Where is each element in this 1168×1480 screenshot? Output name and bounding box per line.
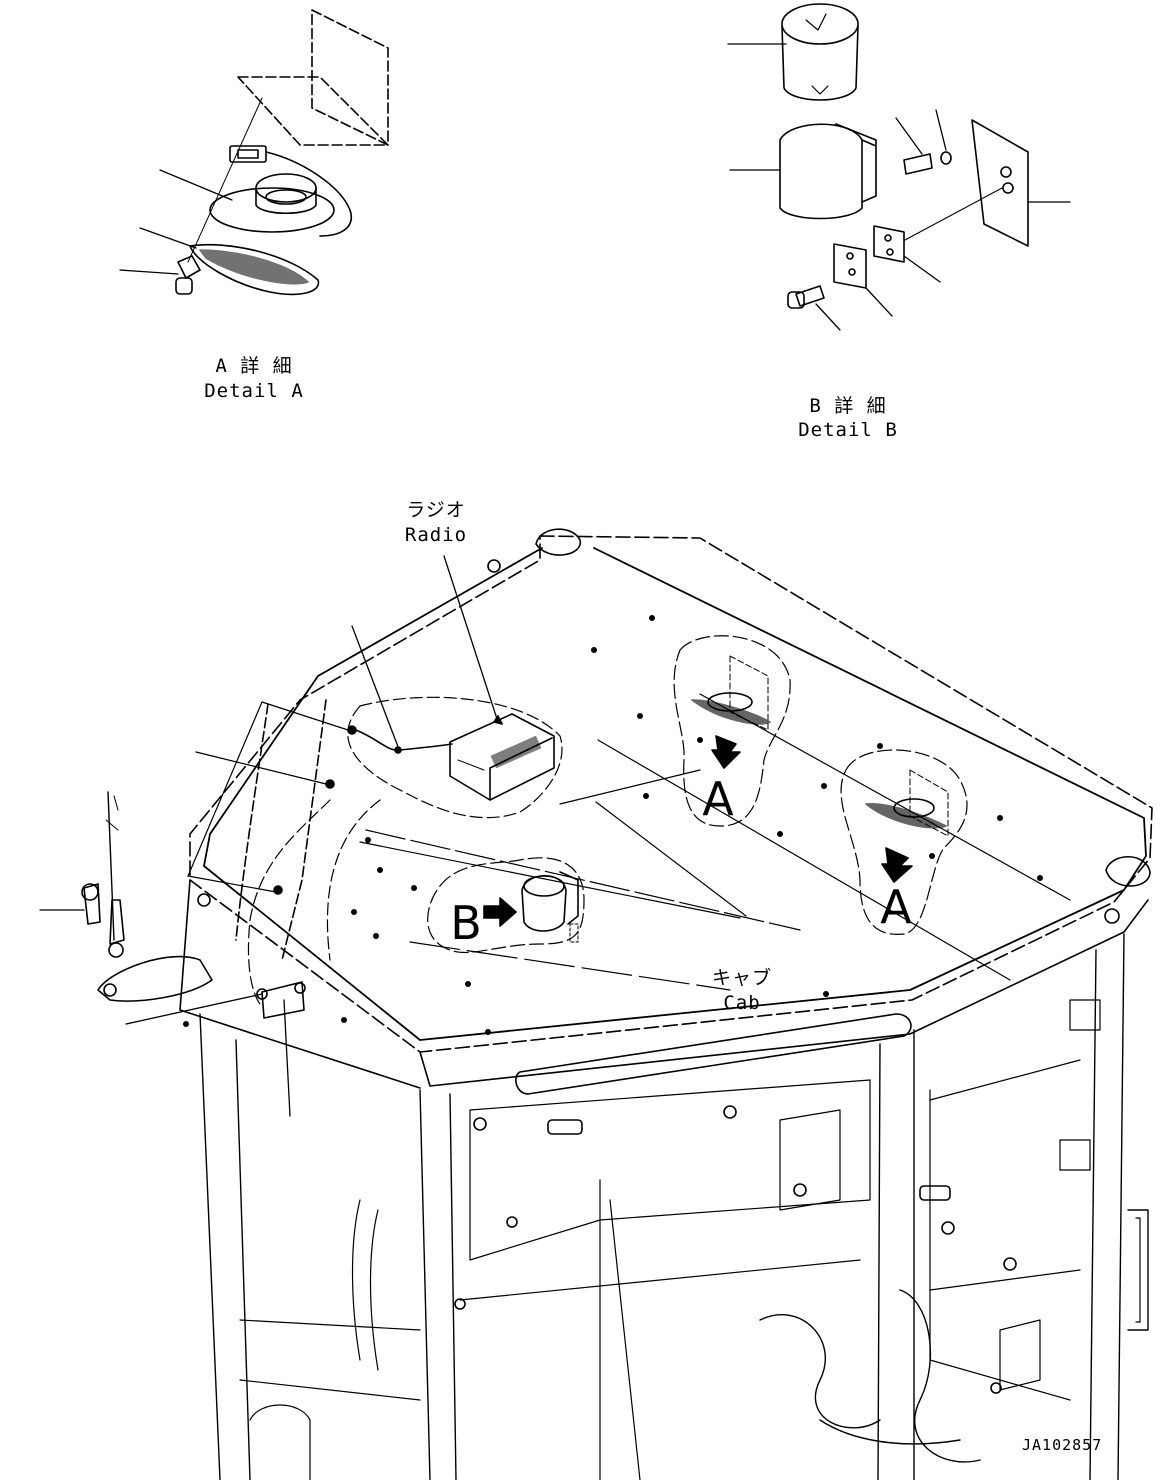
antenna-assembly [40, 792, 124, 957]
detail-a-label-en: Detail A [204, 380, 304, 402]
radio-unit [126, 556, 562, 1116]
detail-a-label-jp: A 詳 細 [215, 355, 293, 377]
detail-a-upper-callout-letter: A [702, 772, 734, 826]
detail-b-label-jp: B 詳 細 [809, 395, 887, 417]
cab-label-en: Cab [723, 992, 761, 1014]
detail-a-speaker-exploded-view [120, 10, 388, 294]
detail-a-lower-callout-letter: A [880, 880, 912, 934]
cab-roof-view [98, 529, 1152, 1480]
cab-label-jp: キャブ [711, 967, 773, 989]
detail-b-speaker-bracket-exploded-view [728, 4, 1070, 330]
detail-b-label-en: Detail B [798, 419, 898, 441]
detail-b-callout-letter: B [450, 896, 482, 950]
detail-a-upper-callout [674, 636, 790, 826]
radio-label-en: Radio [404, 524, 468, 546]
detail-a-lower-callout [841, 750, 967, 934]
radio-label-jp: ラジオ [406, 499, 466, 521]
detail-b-callout [428, 858, 584, 953]
drawing-code: JA102857 [1022, 1436, 1103, 1454]
